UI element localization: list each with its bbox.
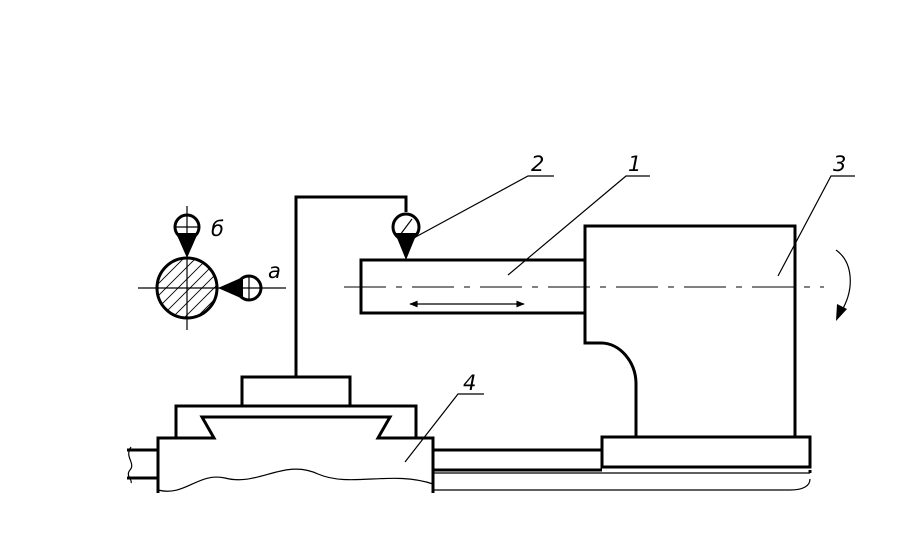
position-label-b: б xyxy=(211,217,224,241)
indicator-tip-b xyxy=(176,233,198,258)
indicator-position-a xyxy=(218,274,263,302)
guide-rails xyxy=(433,448,812,491)
dial-needle xyxy=(399,218,413,236)
callout-4: 4 xyxy=(463,371,476,395)
rotation-direction-arrow xyxy=(835,249,851,321)
spindle-housing-3 xyxy=(583,224,812,469)
indicator-tip-a xyxy=(218,277,243,299)
callout-3: 3 xyxy=(833,152,846,176)
shaft-section-inset: б а xyxy=(138,206,286,330)
leader-4 xyxy=(404,393,484,463)
callout-1: 1 xyxy=(628,152,641,176)
dial-tip xyxy=(395,233,417,260)
carriage-4 xyxy=(156,404,435,493)
indicator-stand xyxy=(240,195,408,408)
leader-2 xyxy=(409,175,554,241)
leader-lines xyxy=(404,175,855,463)
leader-1 xyxy=(507,175,650,276)
bed-left-stub xyxy=(127,446,158,484)
callout-2: 2 xyxy=(531,152,544,176)
leader-3 xyxy=(777,175,855,277)
indicator-position-b xyxy=(173,213,201,258)
position-label-a: а xyxy=(268,259,281,283)
